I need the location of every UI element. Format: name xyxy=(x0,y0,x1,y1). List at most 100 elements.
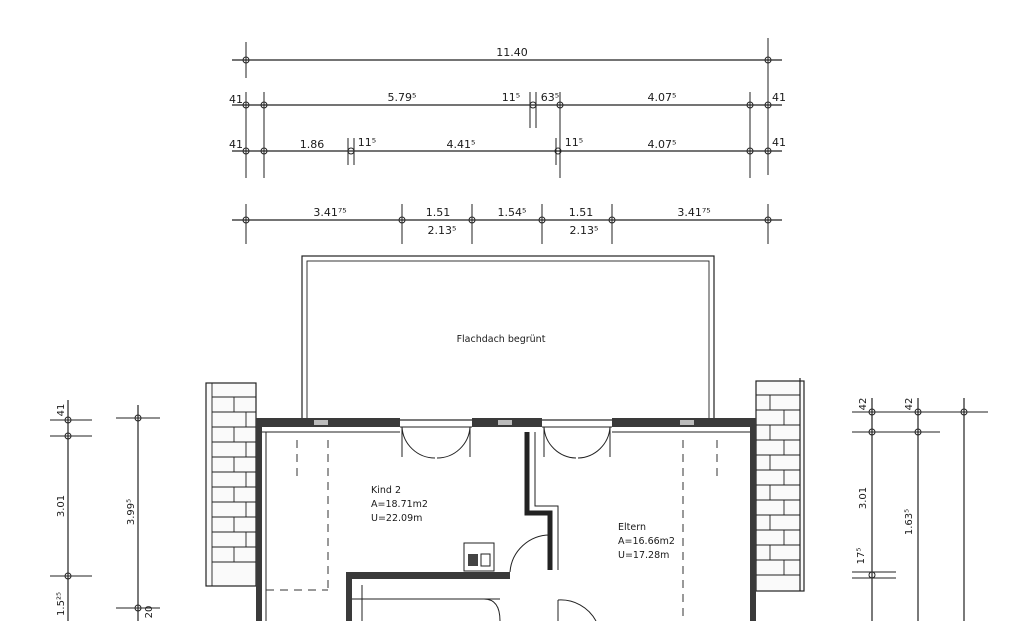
dim-node xyxy=(64,416,72,424)
flat-roof: Flachdach begrünt xyxy=(301,255,715,421)
dim-node xyxy=(260,147,268,155)
dim-label: 11⁵ xyxy=(502,91,520,104)
dimension-chains-right: 42 42 3.01 1.63⁵ 17⁵ xyxy=(852,398,988,621)
dim-node xyxy=(914,408,922,416)
dim-label: 5.79⁵ xyxy=(388,91,417,104)
dim-label: 4.41⁵ xyxy=(447,138,476,151)
brick-outline xyxy=(205,382,257,587)
dim-label: 41 xyxy=(772,136,786,149)
dim-label: 3.41⁷⁵ xyxy=(677,206,710,219)
dim-label: 1.86 xyxy=(300,138,325,151)
dim-node xyxy=(347,147,355,155)
dim-node xyxy=(868,571,876,579)
wall-window-mark xyxy=(498,420,512,425)
dim-node xyxy=(242,147,250,155)
dim-label: 2.13⁵ xyxy=(570,224,599,237)
door-swing xyxy=(436,426,471,459)
door-swing xyxy=(401,426,436,459)
dim-node xyxy=(960,408,968,416)
dim-node xyxy=(538,216,546,224)
balcony-door-right xyxy=(542,426,612,459)
dashed-roof-lines xyxy=(266,440,718,621)
dim-label: 1.63⁵ xyxy=(904,509,915,535)
dimension-chains-left: 41 3.01 3.99⁵ 1.5²⁵ 20 xyxy=(50,400,160,621)
interior-wall xyxy=(346,572,352,621)
wall-window-mark xyxy=(680,420,694,425)
dim-node xyxy=(242,216,250,224)
dim-node xyxy=(764,216,772,224)
dim-label: 41 xyxy=(772,91,786,104)
room-area: A=18.71m2 xyxy=(371,499,428,510)
interior-wall-line xyxy=(534,432,559,570)
interior-wall xyxy=(346,572,510,579)
room-name: Kind 2 xyxy=(371,485,401,496)
door-swing xyxy=(509,534,551,573)
dim-node xyxy=(260,101,268,109)
dim-node xyxy=(554,147,562,155)
brick-courses xyxy=(756,394,800,576)
shaft-fill xyxy=(468,554,478,566)
dim-label: 41 xyxy=(56,404,67,417)
brick-outline xyxy=(755,380,805,592)
dim-label: 63⁵ xyxy=(541,91,559,104)
exterior-wall-top xyxy=(256,418,756,621)
dim-node xyxy=(746,147,754,155)
door-swing xyxy=(557,599,597,621)
brick-courses xyxy=(212,396,256,563)
brick-wall-left xyxy=(205,382,257,587)
room-perimeter: U=22.09m xyxy=(371,513,422,524)
dim-label: 1.51 xyxy=(569,206,594,219)
dim-label: 4.07⁵ xyxy=(648,138,677,151)
dim-node xyxy=(868,428,876,436)
dim-label: 3.99⁵ xyxy=(126,499,137,525)
roof-label: Flachdach begrünt xyxy=(457,334,546,345)
dim-node xyxy=(529,101,537,109)
dim-node xyxy=(242,101,250,109)
dim-label: 11⁵ xyxy=(358,136,376,149)
room-label-eltern: Eltern A=16.66m2 U=17.28m xyxy=(618,522,675,561)
dim-label: 3.01 xyxy=(56,495,67,517)
fixture-outline xyxy=(483,598,501,621)
dim-node xyxy=(64,432,72,440)
dim-label: 17⁵ xyxy=(856,548,867,565)
room-label-kind2: Kind 2 A=18.71m2 U=22.09m xyxy=(371,485,428,524)
dim-node xyxy=(398,216,406,224)
dim-node xyxy=(134,414,142,422)
dim-node xyxy=(914,428,922,436)
dim-node xyxy=(868,408,876,416)
shaft-fill xyxy=(480,553,491,567)
brick-wall-right xyxy=(755,378,805,592)
dim-label: 42 xyxy=(904,398,915,411)
dim-label: 41 xyxy=(229,138,243,151)
dim-label: 1.54⁵ xyxy=(498,206,527,219)
wall-segment xyxy=(750,427,756,621)
dim-label: 42 xyxy=(858,398,869,411)
interior-wall xyxy=(524,432,553,570)
dim-node xyxy=(468,216,476,224)
dim-label: 11⁵ xyxy=(565,136,583,149)
dim-node xyxy=(764,147,772,155)
dim-node xyxy=(556,101,564,109)
dim-label: 20 xyxy=(144,606,155,619)
dim-label: 2.13⁵ xyxy=(428,224,457,237)
dim-label: 3.41⁷⁵ xyxy=(313,206,346,219)
room-perimeter: U=17.28m xyxy=(618,550,669,561)
shaft-box xyxy=(463,542,495,572)
dim-node xyxy=(134,604,142,612)
dim-node xyxy=(746,101,754,109)
dimension-chains-top: 11.40 41 5.79⁵ 11⁵ 63⁵ 4.07⁵ 41 41 1.86 xyxy=(229,38,786,244)
dim-node xyxy=(608,216,616,224)
dim-label: 4.07⁵ xyxy=(648,91,677,104)
door-swing xyxy=(543,426,577,459)
room-name: Eltern xyxy=(618,522,646,533)
dim-label: 41 xyxy=(229,93,243,106)
dim-label: 3.01 xyxy=(858,487,869,509)
wall-segment xyxy=(256,427,262,621)
dim-node xyxy=(764,101,772,109)
dim-node xyxy=(242,56,250,64)
interior-walls xyxy=(346,432,597,621)
wall-window-mark xyxy=(314,420,328,425)
room-area: A=16.66m2 xyxy=(618,536,675,547)
dim-node xyxy=(764,56,772,64)
